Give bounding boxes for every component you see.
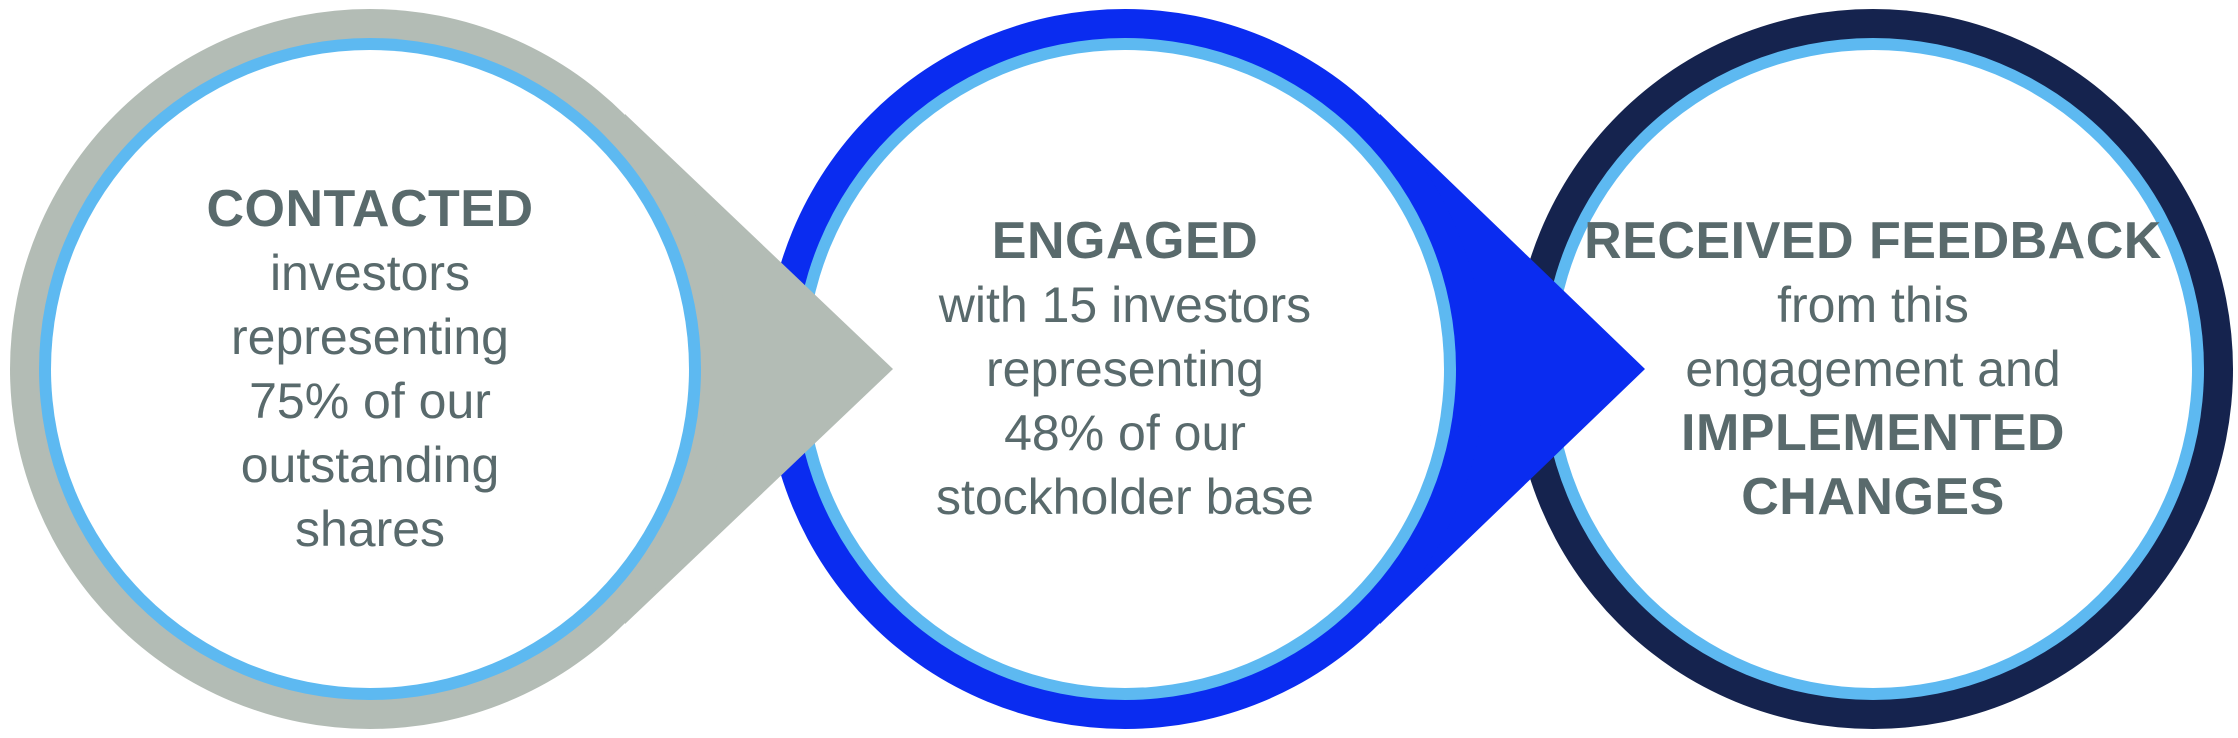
step-2-line: 48% of our: [1004, 405, 1246, 461]
step-2-heading: ENGAGED: [991, 212, 1259, 270]
step-1-text: CONTACTED investors representing 75% of …: [50, 177, 690, 561]
step-1-face: [51, 50, 689, 688]
step-1-line: representing: [231, 309, 509, 365]
step-3-heading: RECEIVED FEEDBACK: [1584, 212, 2162, 270]
step-1-line: investors: [269, 245, 471, 301]
step-2-face: [806, 50, 1444, 688]
step-1-line: shares: [294, 501, 446, 557]
step-3-face: [1554, 50, 2192, 688]
step-2-line: stockholder base: [935, 469, 1314, 525]
step-2-line: with 15 investors: [938, 277, 1312, 333]
step-3-text: RECEIVED FEEDBACK from this engagement a…: [1553, 209, 2193, 529]
step-1-line: 75% of our: [249, 373, 491, 429]
step-3-line-bold: CHANGES: [1741, 468, 2005, 526]
step-2-text: ENGAGED with 15 investors representing 4…: [805, 209, 1445, 529]
step-3-line: from this: [1777, 277, 1969, 333]
step-2-line: representing: [986, 341, 1264, 397]
step-1-line: outstanding: [240, 437, 500, 493]
step-3-line-bold: IMPLEMENTED: [1681, 404, 2065, 462]
step-1-heading: CONTACTED: [206, 180, 534, 238]
step-3-line: engagement and: [1685, 341, 2061, 397]
